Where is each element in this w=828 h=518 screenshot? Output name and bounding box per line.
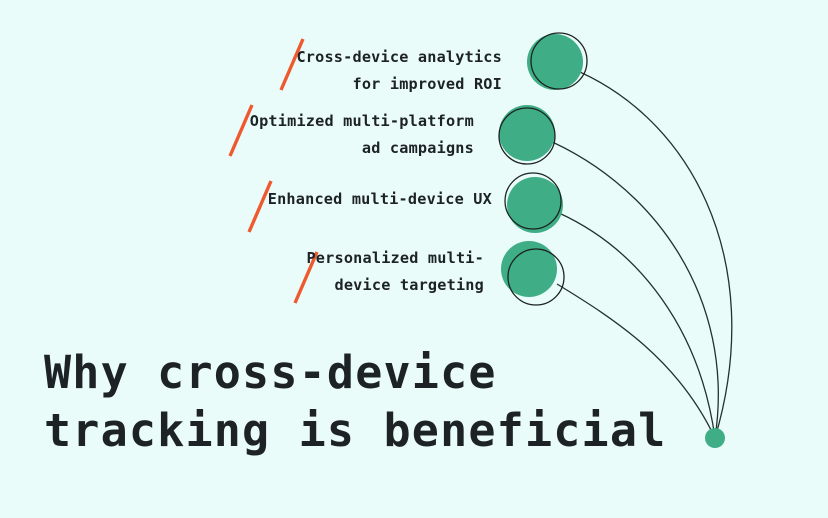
connector-curve-3 xyxy=(558,212,716,439)
benefit-label-3: Enhanced multi-device UX xyxy=(267,190,492,208)
accent-slash-3 xyxy=(247,180,273,233)
connector-curve-group xyxy=(530,63,733,439)
node-fill-circle-1 xyxy=(527,34,583,90)
connector-curve-2 xyxy=(530,132,719,439)
accent-slash-group xyxy=(228,38,319,304)
accent-slash-4 xyxy=(293,251,319,304)
accent-slash-2 xyxy=(228,104,254,157)
node-group-3 xyxy=(504,172,563,233)
node-outline-circle-1 xyxy=(530,32,588,90)
benefit-label-1: Cross-device analytics for improved ROI xyxy=(296,48,502,93)
benefit-label-2: Optimized multi-platform ad campaigns xyxy=(249,112,474,157)
node-fill-circle-3 xyxy=(507,177,563,233)
node-fill-circle-4 xyxy=(501,241,557,297)
benefit-label-4: Personalized multi- device targeting xyxy=(306,249,484,294)
node-group-1 xyxy=(527,32,588,90)
node-outline-circle-2 xyxy=(498,107,556,165)
node-fill-circle-2 xyxy=(499,105,555,161)
node-group-2 xyxy=(498,105,556,165)
connector-curve-1 xyxy=(559,63,733,439)
accent-slash-1 xyxy=(279,38,305,91)
page-title: Why cross-device tracking is beneficial xyxy=(44,346,667,457)
node-group-4 xyxy=(501,241,565,306)
node-outline-circle-4 xyxy=(507,248,565,306)
connector-curve-4 xyxy=(556,283,716,439)
node-outline-circle-3 xyxy=(504,172,562,230)
hub-dot xyxy=(705,428,725,448)
